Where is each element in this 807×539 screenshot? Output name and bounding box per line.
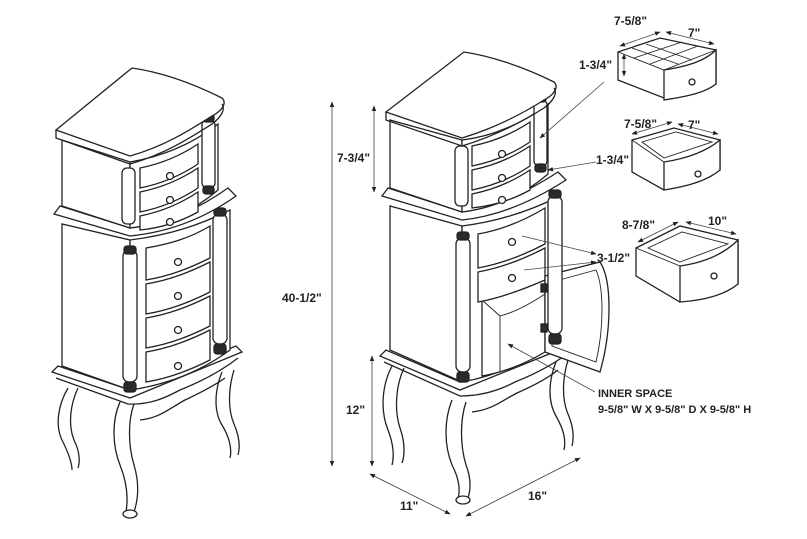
label-large-drawer-width: 8-7/8" [622,218,656,232]
hinge-icon [540,323,548,333]
label-depth: 11" [400,499,419,513]
knob-icon [165,171,175,181]
knob-icon [688,78,696,86]
dimension-lines [329,81,605,517]
detail-large-drawer [635,220,739,303]
inner-space-title: INNER SPACE [598,388,673,400]
knob-icon [173,291,183,301]
knob-icon [507,273,517,283]
dim-width [465,457,581,517]
label-top-height: 7-3/4" [337,151,371,165]
left-leg-back [57,387,73,471]
knob-icon [165,217,175,227]
label-large-drawer-depth: 10" [708,214,728,228]
knob-icon [497,149,507,159]
right-leg-right [549,361,566,451]
label-large-drawer-height: 3-1/2" [597,251,631,265]
knob-icon [507,237,517,247]
knob-icon [173,257,183,267]
left-top-lid [54,67,225,157]
detail-tray [617,31,717,101]
knob-icon [165,195,175,205]
left-base-ledge [50,345,244,399]
left-column-front [122,249,138,383]
label-width: 16" [528,489,548,503]
left-leg-front [113,401,128,513]
label-drawer-width: 7-5/8" [624,117,658,131]
inner-space-size: 9-5/8" W X 9-5/8" D X 9-5/8" H [598,404,752,416]
label-drawer-depth: 7" [688,118,701,132]
right-top-lid [384,51,557,139]
cabinet-closed-view [50,67,244,519]
left-lower-side [61,223,131,391]
hinge-icon [540,283,548,293]
left-leg-right [215,371,232,459]
dim-depth [369,473,451,515]
cabinet-open-view [378,51,610,505]
label-tray-height: 1-3/4" [579,58,613,72]
label-total-height: 40-1/2" [282,291,322,305]
label-tray-depth: 7" [688,26,701,40]
label-tray-width: 7-5/8" [614,14,648,28]
knob-icon [694,170,702,178]
left-top-column [201,119,216,189]
knob-icon [710,272,718,280]
right-leg-back [382,365,394,466]
label-leg-height: 12" [346,403,366,417]
right-lower-side [389,205,463,384]
knob-icon [173,325,183,335]
detail-small-drawer [631,121,721,191]
right-leg-front [445,399,460,499]
knob-icon [497,195,507,205]
left-lower-drawers [145,224,211,383]
knob-icon [497,173,507,183]
left-column-right [212,213,228,345]
label-drawer-height: 1-3/4" [596,153,630,167]
left-top-drawers [139,142,199,231]
knob-icon [173,361,183,371]
